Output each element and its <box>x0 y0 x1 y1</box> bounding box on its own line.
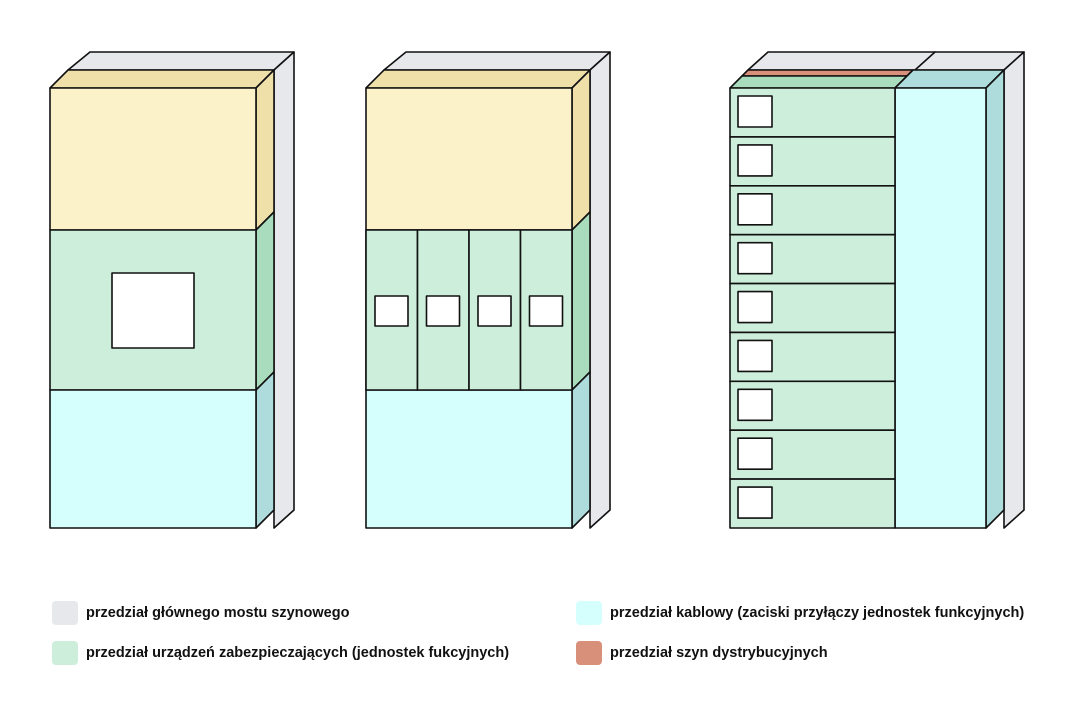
busbar-compartment-top <box>383 51 611 71</box>
legend-label: przedział urządzeń zabezpieczających (je… <box>86 645 510 661</box>
legend-item-cable: przedział kablowy (zaciski przyłączy jed… <box>576 601 1024 625</box>
legend-label: przedział kablowy (zaciski przyłączy jed… <box>610 605 1025 621</box>
distribution-busbar-compartment <box>741 69 914 77</box>
equipment-compartment-side <box>571 211 591 391</box>
cable-compartment-side <box>571 371 591 529</box>
legend-label: przedział szyn dystrybucyjnych <box>610 645 828 661</box>
functional-unit-window <box>737 339 773 373</box>
top-compartment-top <box>365 69 591 89</box>
busbar-compartment-side <box>273 51 295 529</box>
legend-label: przedział głównego mostu szynowego <box>86 605 350 621</box>
functional-unit-window <box>477 295 512 327</box>
functional-unit-window <box>425 295 461 327</box>
equipment-compartment-side <box>255 211 275 391</box>
functional-unit-window <box>737 486 773 519</box>
top-compartment-side <box>571 69 591 231</box>
busbar-compartment-top <box>747 51 1025 71</box>
functional-unit-window <box>737 241 773 275</box>
legend-item-main-busbar: przedział głównego mostu szynowego <box>52 601 349 625</box>
functional-unit-window <box>737 192 773 226</box>
equipment-compartment-top <box>729 75 908 89</box>
cable-compartment <box>365 389 573 529</box>
cable-compartment <box>49 389 257 529</box>
cable-compartment-side <box>985 69 1005 529</box>
busbar-compartment-side <box>1003 51 1025 529</box>
top-compartment-top <box>49 69 275 89</box>
functional-unit-window <box>111 272 195 349</box>
top-compartment <box>49 87 257 231</box>
functional-unit-window <box>737 437 773 471</box>
top-compartment <box>365 87 573 231</box>
functional-unit-window <box>737 95 773 128</box>
cable-compartment-side <box>255 371 275 529</box>
functional-unit-window <box>528 295 564 327</box>
legend-swatch <box>52 641 78 665</box>
busbar-compartment-top <box>67 51 295 71</box>
functional-unit-window <box>737 388 773 422</box>
legend-swatch <box>576 601 602 625</box>
legend-item-distribution: przedział szyn dystrybucyjnych <box>576 641 828 665</box>
busbar-compartment-side <box>589 51 611 529</box>
busbar-divider <box>914 51 936 71</box>
top-compartment-side <box>255 69 275 231</box>
functional-unit-window <box>374 295 409 327</box>
legend-swatch <box>576 641 602 665</box>
legend-item-equipment: przedział urządzeń zabezpieczających (je… <box>52 641 509 665</box>
cable-compartment <box>894 87 987 529</box>
legend-swatch <box>52 601 78 625</box>
functional-unit-window <box>737 290 773 324</box>
functional-unit-window <box>737 144 773 177</box>
